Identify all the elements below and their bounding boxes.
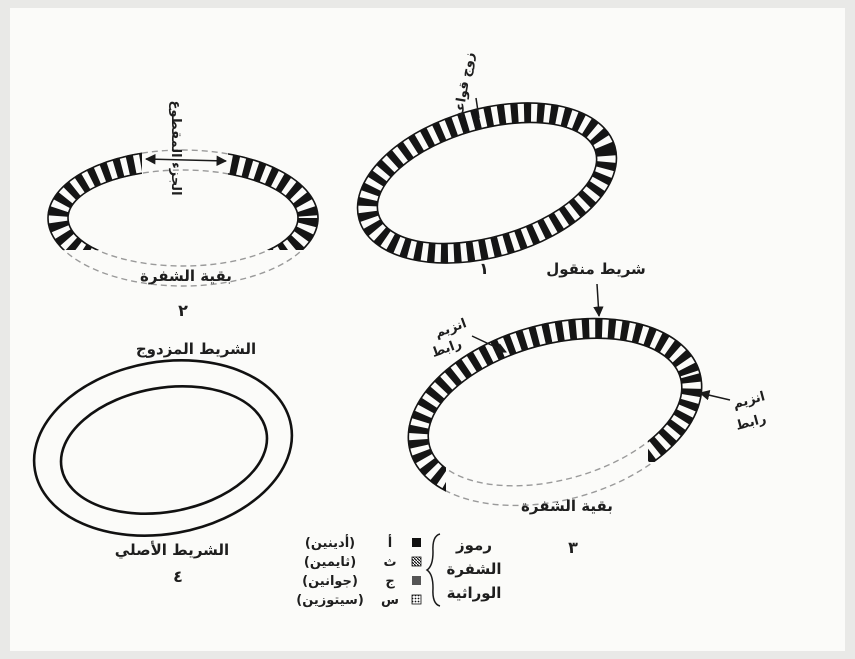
panel-1-number: ١ xyxy=(479,259,489,278)
legend-symbol-square xyxy=(412,538,421,547)
legend-symbol-square xyxy=(412,576,421,585)
panel-3-number: ٣ xyxy=(568,538,578,557)
legend-item-name: (ثايمين) xyxy=(304,555,356,570)
transferred-strand-label: شريط منقول xyxy=(546,260,646,278)
legend-title-line: الشفرة xyxy=(446,560,501,578)
original-strand-label: الشريط الأصلي xyxy=(115,541,229,559)
ring-2-rest-label: بقية الشفرة xyxy=(140,267,232,285)
legend-item-name: (أدينين) xyxy=(305,534,355,551)
legend-symbol-square xyxy=(412,595,421,604)
panel-4-number: ٤ xyxy=(173,567,183,586)
legend-item-letter: س xyxy=(381,593,399,608)
ring-3-rest-label: بقية الشفرة xyxy=(521,497,613,515)
legend-title-line: الوراثية xyxy=(447,584,502,602)
legend-item-name: (سيتوزين) xyxy=(296,593,364,608)
legend-item-letter: ث xyxy=(383,555,396,570)
panel-2-number: ٢ xyxy=(178,301,188,320)
legend-item-name: (جوانين) xyxy=(302,574,358,589)
legend-title-line: رموز xyxy=(455,536,492,554)
double-strand-label: الشريط المزدوج xyxy=(136,340,256,358)
legend-item-letter: أ xyxy=(388,534,392,551)
legend-symbol-square xyxy=(412,557,421,566)
cut-segment-label: الجزء المقطوع xyxy=(168,100,183,195)
legend-item-letter: ج xyxy=(385,574,395,589)
